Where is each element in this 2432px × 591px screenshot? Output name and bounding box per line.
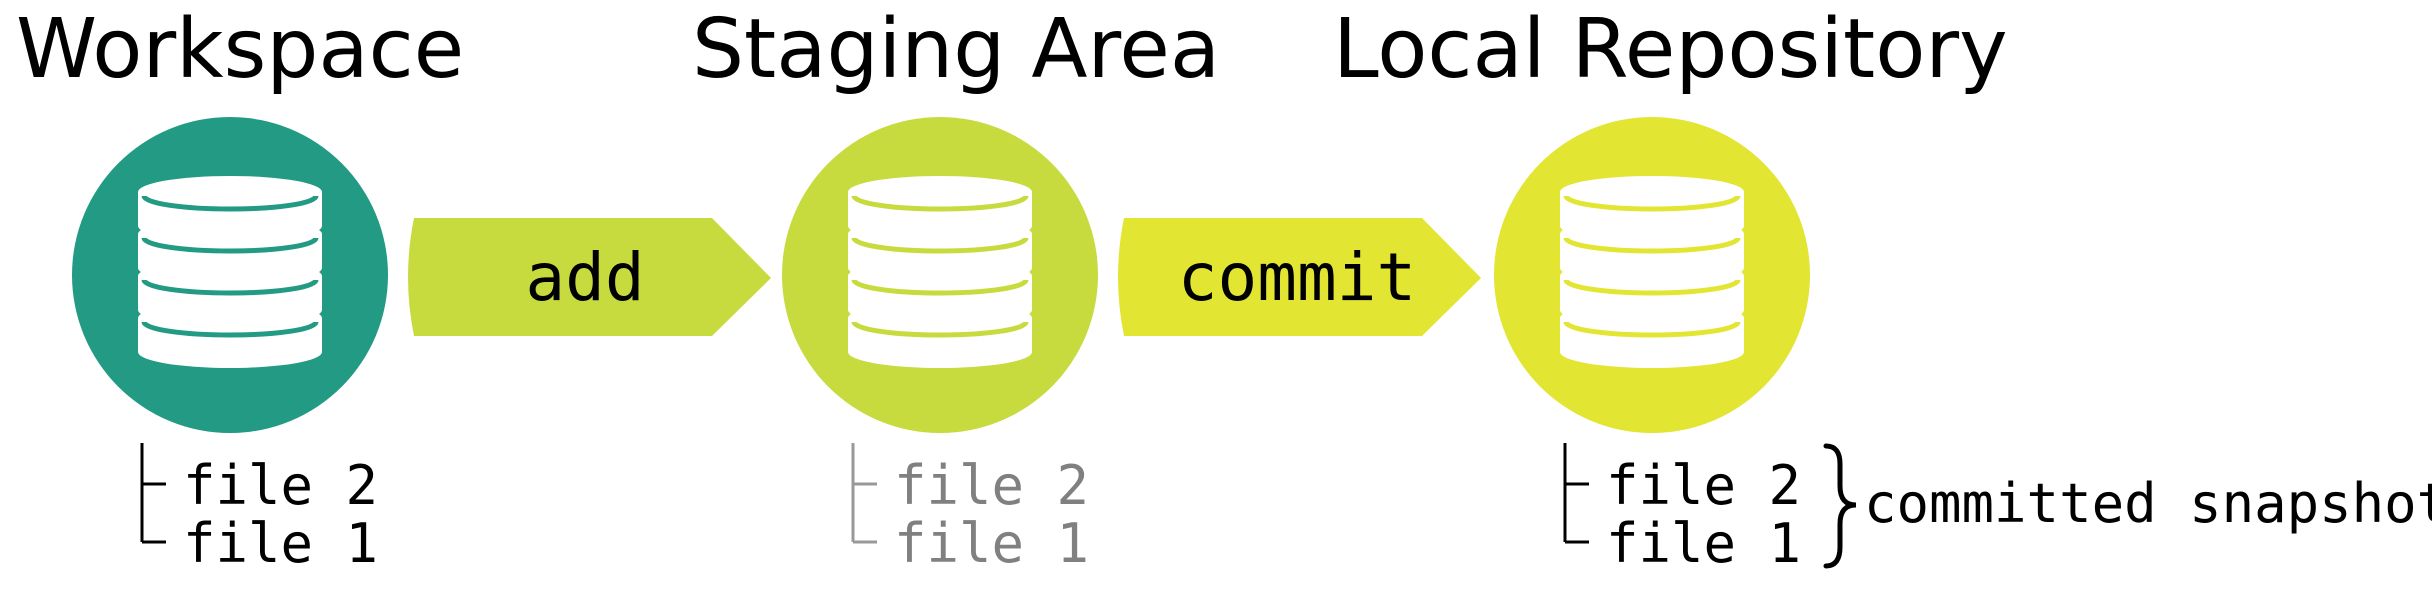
staging-file-2: file 2	[894, 454, 1089, 517]
commit-arrow: commit	[1118, 218, 1481, 336]
commit-label: commit	[1178, 239, 1416, 316]
workspace-node	[72, 117, 388, 433]
staging-file-1: file 1	[894, 512, 1089, 575]
committed-snapshot-label: committed snapshot 1	[1864, 472, 2432, 535]
add-arrow: add	[408, 218, 771, 336]
staging-area-title: Staging Area	[692, 2, 1220, 97]
repository-file-1: file 1	[1606, 512, 1801, 575]
add-label: add	[525, 239, 644, 316]
database-icon	[848, 176, 1032, 368]
workspace-file-2: file 2	[183, 454, 378, 517]
local-repository-node	[1494, 117, 1810, 433]
workspace-title: Workspace	[16, 2, 464, 97]
local-repository-title: Local Repository	[1333, 2, 2008, 97]
curly-brace-icon	[1823, 443, 1857, 569]
database-icon	[138, 176, 322, 368]
workspace-file-1: file 1	[183, 512, 378, 575]
repository-file-tree: file 2 file 1	[1563, 443, 1801, 575]
arrow-right-icon	[1118, 218, 1481, 336]
repository-file-2: file 2	[1606, 454, 1801, 517]
workspace-file-tree: file 2 file 1	[140, 443, 378, 575]
database-icon	[1560, 176, 1744, 368]
arrow-right-icon	[408, 218, 771, 336]
staging-file-tree: file 2 file 1	[851, 443, 1089, 575]
staging-area-node	[782, 117, 1098, 433]
